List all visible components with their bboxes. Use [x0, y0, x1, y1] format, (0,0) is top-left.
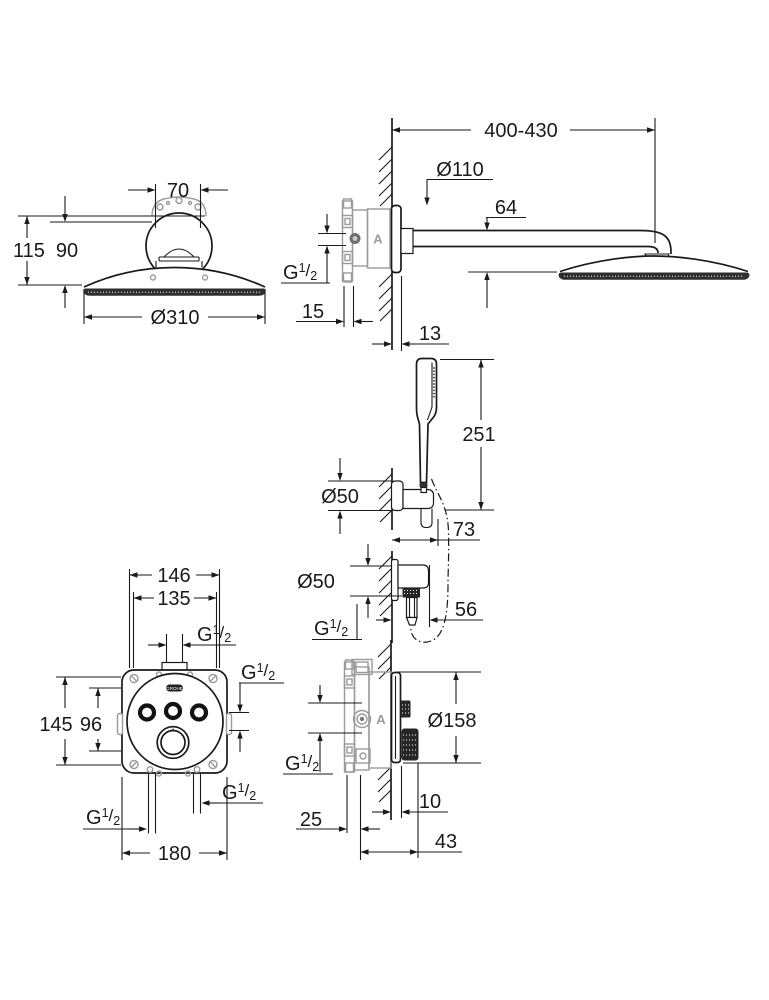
- thread-callout-g-half: G1/2: [148, 623, 236, 648]
- wand-spray-nozzles-icon: [433, 367, 435, 398]
- thread-size-label: G1/2: [86, 806, 120, 829]
- outlet-elbow: [397, 564, 430, 589]
- escutcheon-screw-icon: [156, 203, 164, 211]
- select-button-icon: [163, 701, 183, 721]
- hose-connector: [420, 486, 428, 494]
- shower-arm: [413, 229, 672, 254]
- dim-knob-depth: 43: [435, 831, 457, 853]
- brand-logo: GROHE: [166, 686, 183, 691]
- select-button-icon: [137, 703, 157, 722]
- concealed-valve-body: A: [343, 658, 392, 773]
- thread-callout-g-half: G1/2: [201, 781, 263, 806]
- wall-flange: [390, 204, 402, 274]
- dim-plate-width: 180: [158, 843, 191, 865]
- thread-size-label: G1/2: [314, 617, 348, 640]
- head-profile: [83, 266, 266, 288]
- thread-callout-g-half: G1/2: [229, 661, 284, 752]
- thread-callout-g-half: G1/2: [312, 604, 362, 641]
- dim-outlet-depth: 56: [455, 599, 477, 621]
- shower-holder: [402, 488, 435, 510]
- body-letter: A: [376, 712, 386, 727]
- dim-width-outer: 146: [157, 565, 190, 587]
- brand-badge: [166, 684, 183, 692]
- escutcheon-screw-icon: [175, 196, 183, 205]
- dim-trim-plate-diameter: Ø158: [428, 710, 477, 732]
- dim-head-diameter: Ø310: [151, 307, 200, 329]
- dim-arm-reach: 400-430: [484, 120, 557, 142]
- thread-callout-g-half: G1/2: [83, 806, 147, 832]
- knurled-nut: [402, 588, 420, 598]
- wand-nub: [419, 483, 428, 488]
- dim-wall-offset: 13: [419, 323, 441, 345]
- dim-plate-depth: 10: [419, 791, 441, 813]
- dim-hand-shower-length: 251: [462, 424, 495, 446]
- dim-body-depth: 25: [300, 809, 322, 831]
- hose-nipple: [405, 596, 418, 619]
- thermostat-knob: [156, 725, 190, 760]
- thread-size-label: G1/2: [222, 781, 256, 804]
- dim-head-total-height: 115: [13, 240, 45, 262]
- dim-height-outer: 145: [39, 714, 72, 736]
- thread-size-label: G1/2: [241, 661, 275, 684]
- dim-plate-offset: 15: [302, 301, 324, 323]
- shower-arm-side-view: A 400-430 Ø110 64 G1/2: [281, 118, 750, 351]
- outlet-escutcheon: [390, 558, 399, 602]
- dim-head-top-width: 70: [167, 180, 189, 202]
- thread-callout-g-half: G1/2: [283, 685, 362, 775]
- dim-holder-depth: 73: [453, 519, 475, 541]
- head-side-profile: [559, 255, 749, 273]
- dim-height-inner: 96: [80, 714, 102, 736]
- mixer-front-view: GROHE 146 135 G1/2 G1/2: [39, 565, 284, 865]
- dim-arm-drop: 64: [495, 197, 517, 219]
- dim-holder-diameter: Ø50: [321, 486, 359, 508]
- thread-callout-g-half: G1/2: [281, 214, 346, 284]
- dim-width-inner: 135: [157, 588, 190, 610]
- spray-face: [83, 288, 266, 296]
- dim-outlet-diameter: Ø50: [297, 571, 335, 593]
- wall-hatch-icon: [378, 473, 393, 617]
- dim-head-dome-height: 90: [56, 240, 78, 262]
- wall-hatch-icon: [377, 643, 392, 803]
- thread-size-label: G1/2: [197, 623, 231, 646]
- select-button-icon: [189, 703, 209, 722]
- arm-socket: [400, 227, 414, 255]
- control-faceplate: [126, 672, 224, 771]
- hand-shower-view: 251 Ø50 73 Ø50 G1/2: [297, 357, 496, 643]
- pipe-collar: [161, 661, 188, 671]
- mixer-side-view: A Ø158 G1/2 25 10: [283, 640, 481, 860]
- holder-escutcheon: [390, 480, 404, 512]
- concealed-valve-body: A: [341, 198, 391, 283]
- body-letter: A: [373, 232, 383, 247]
- dim-flange-diameter: Ø110: [436, 159, 483, 181]
- thread-size-label: G1/2: [283, 261, 317, 284]
- shower-hose: [410, 478, 450, 643]
- shower-head-front-view: 70 115 90 Ø310: [13, 180, 266, 329]
- thread-size-label: G1/2: [285, 752, 319, 775]
- wall-hatch-icon: [378, 146, 393, 322]
